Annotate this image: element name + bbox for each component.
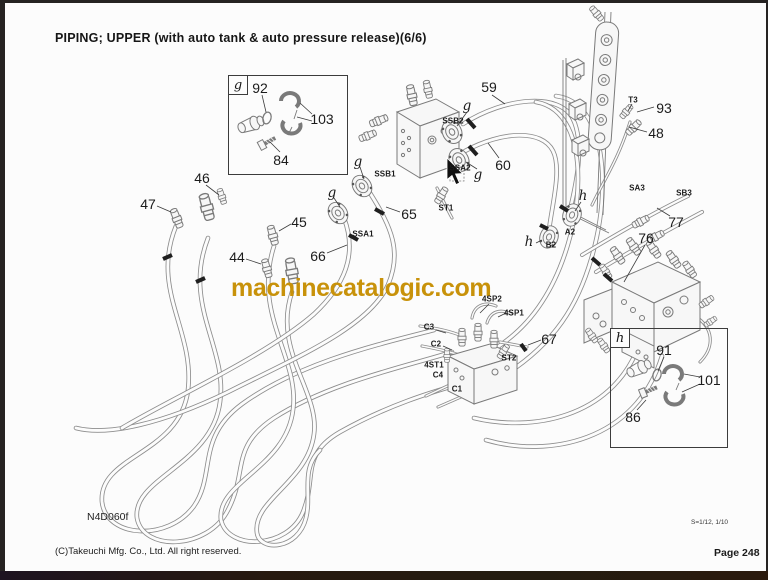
- part-number-label: 66: [310, 248, 326, 264]
- inset-letter-h: h: [610, 328, 630, 348]
- part-number-label: 60: [495, 157, 511, 173]
- part-number-label: 47: [140, 196, 156, 212]
- port-label: C1: [451, 384, 463, 394]
- ref-letter-label: g: [327, 185, 337, 201]
- port-label: 4ST1: [424, 360, 444, 370]
- copyright-text: (C)Takeuchi Mfg. Co., Ltd. All right res…: [55, 546, 242, 557]
- inset-box-h: h: [610, 328, 728, 448]
- ref-letter-label: g: [353, 154, 363, 170]
- port-label: ST1: [438, 203, 454, 213]
- part-number-label: 65: [401, 206, 417, 222]
- part-number-label: 59: [481, 79, 497, 95]
- port-label: SSA1: [352, 229, 374, 239]
- port-label: ST2: [501, 353, 517, 363]
- port-label: SB3: [676, 188, 692, 198]
- watermark: machinecatalogic.com: [231, 274, 492, 302]
- port-label: C4: [432, 370, 444, 380]
- inset-letter-g: g: [228, 75, 248, 95]
- part-number-label: 76: [638, 230, 654, 246]
- ref-letter-label: g: [462, 98, 472, 114]
- part-number-label: 46: [194, 170, 210, 186]
- port-label: SSB2: [442, 116, 464, 126]
- port-label: C3: [423, 322, 435, 332]
- part-number-label: 77: [668, 214, 684, 230]
- port-label: SSA2: [449, 163, 471, 173]
- page-title: PIPING; UPPER (with auto tank & auto pre…: [55, 31, 427, 45]
- part-number-label: 67: [541, 331, 557, 347]
- port-label: C2: [430, 339, 442, 349]
- scale-note: S=1/12, 1/10: [691, 519, 729, 526]
- port-label: A2: [564, 227, 576, 237]
- port-label: B2: [545, 240, 557, 250]
- port-label: 4SP1: [504, 308, 524, 318]
- port-label: SSB1: [374, 169, 396, 179]
- part-number-label: 91: [656, 342, 672, 358]
- ref-letter-label: g: [473, 167, 483, 183]
- part-number-label: 103: [310, 111, 334, 127]
- part-number-label: 84: [273, 152, 289, 168]
- port-label: 4SP2: [482, 294, 502, 304]
- part-number-label: 93: [656, 100, 672, 116]
- part-number-label: 44: [229, 249, 245, 265]
- port-label: T3: [628, 95, 638, 105]
- part-number-label: 86: [625, 409, 641, 425]
- inset-box-g: g: [228, 75, 348, 175]
- part-number-label: 45: [291, 214, 307, 230]
- bottom-bar: [0, 571, 768, 580]
- page-number: Page 248: [714, 547, 760, 559]
- part-number-label: 101: [697, 372, 721, 388]
- drawing-number: N4D060f: [87, 511, 129, 523]
- part-number-label: 92: [252, 80, 268, 96]
- port-label: SA3: [629, 183, 645, 193]
- ref-letter-label: h: [524, 234, 534, 250]
- ref-letter-label: h: [578, 188, 588, 204]
- part-number-label: 48: [648, 125, 664, 141]
